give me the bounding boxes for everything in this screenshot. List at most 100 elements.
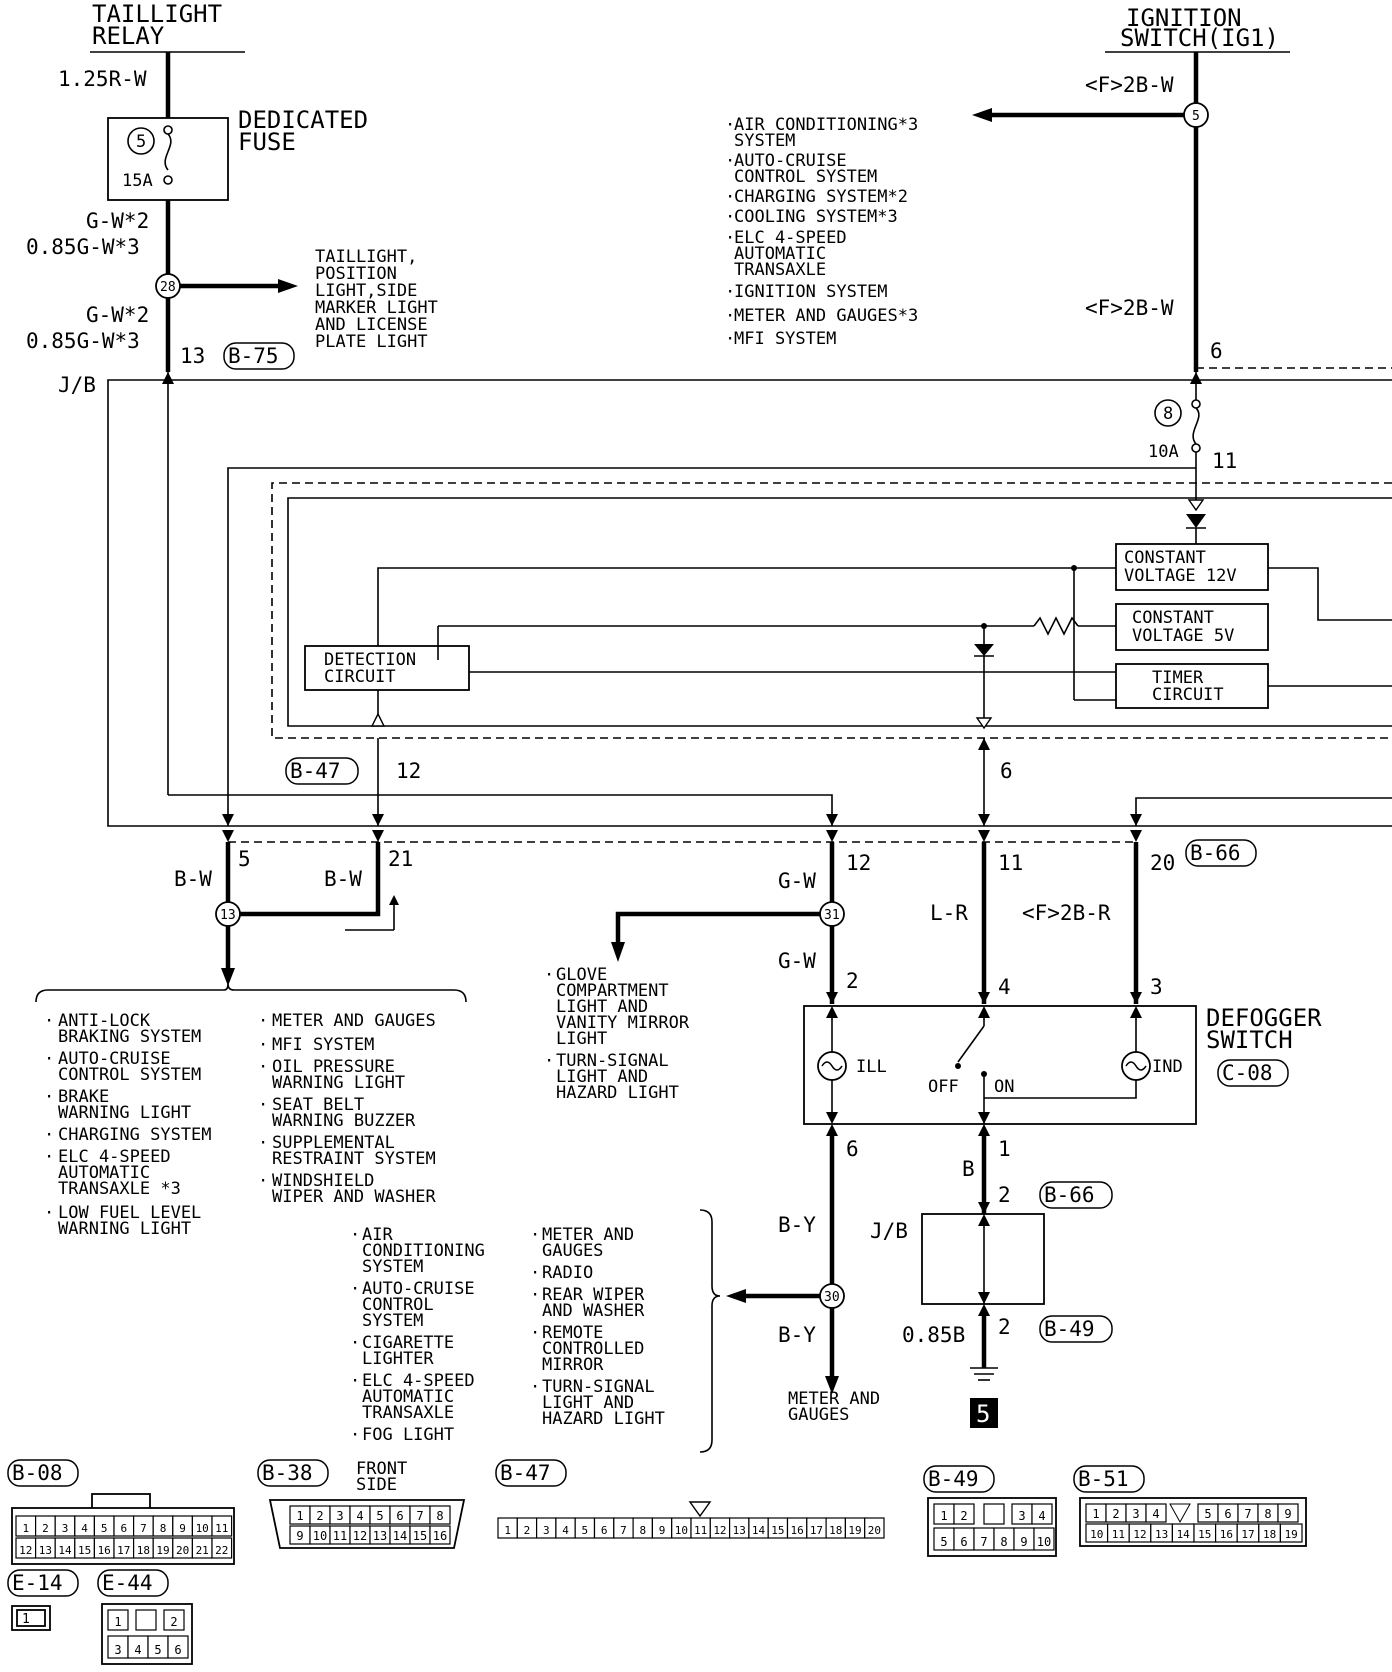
connector-pin: 1 <box>1092 1507 1099 1521</box>
svg-text:·: · <box>530 1285 540 1305</box>
connector-pin: 21 <box>196 1544 209 1557</box>
svg-text:MIRROR: MIRROR <box>542 1355 604 1375</box>
connector-pin: 7 <box>980 1535 987 1549</box>
svg-text:CONTROLLED: CONTROLLED <box>542 1339 644 1359</box>
svg-text:·: · <box>258 1057 268 1077</box>
connector-pin: 10 <box>313 1529 327 1543</box>
connector-pin: 16 <box>433 1529 447 1543</box>
wire-bw1: B-W <box>174 867 212 891</box>
taillight-destination: TAILLIGHT, POSITION LIGHT,SIDE MARKER LI… <box>315 247 438 352</box>
switch-on: ON <box>994 1077 1014 1097</box>
connector-pin: 18 <box>1263 1528 1276 1541</box>
svg-text:METER AND GAUGES*3: METER AND GAUGES*3 <box>734 306 918 326</box>
taillight-relay-label-1: TAILLIGHT <box>92 0 222 28</box>
svg-text:·: · <box>258 1133 268 1153</box>
svg-text:·: · <box>44 1049 54 1069</box>
connector-pin: 14 <box>58 1544 72 1557</box>
ground-pin-2: 2 <box>998 1315 1011 1339</box>
connector-pin: 9 <box>1020 1535 1027 1549</box>
svg-text:WINDSHIELD: WINDSHIELD <box>272 1171 374 1191</box>
connector-pin: 6 <box>174 1643 181 1657</box>
svg-text:·: · <box>258 1035 268 1055</box>
wire-f2br: <F>2B-R <box>1022 901 1111 925</box>
connector-pin: 8 <box>1000 1535 1007 1549</box>
svg-text:·: · <box>530 1323 540 1343</box>
wire-b: B <box>962 1157 975 1181</box>
svg-text:SYSTEM: SYSTEM <box>362 1257 423 1277</box>
svg-text:POSITION: POSITION <box>315 264 397 284</box>
svg-text:RESTRAINT SYSTEM: RESTRAINT SYSTEM <box>272 1149 436 1169</box>
svg-text:GAUGES: GAUGES <box>788 1405 849 1425</box>
svg-text:HAZARD LIGHT: HAZARD LIGHT <box>542 1409 665 1429</box>
svg-text:CONSTANT: CONSTANT <box>1132 608 1214 628</box>
svg-text:·: · <box>725 115 735 135</box>
constant-voltage-5v: CONSTANT VOLTAGE 5V <box>1115 603 1269 651</box>
svg-text:BRAKING SYSTEM: BRAKING SYSTEM <box>58 1027 201 1047</box>
svg-text:·: · <box>725 207 735 227</box>
connector-pin: 8 <box>1264 1507 1271 1521</box>
svg-text:LIGHT,SIDE: LIGHT,SIDE <box>315 281 417 301</box>
svg-text:TIMER: TIMER <box>1152 668 1204 688</box>
connector-pin: 12 <box>713 1524 726 1537</box>
jb-label: J/B <box>58 373 96 397</box>
connector-pin: 14 <box>752 1524 766 1537</box>
svg-text:WARNING BUZZER: WARNING BUZZER <box>272 1111 416 1131</box>
svg-text:AND WASHER: AND WASHER <box>542 1301 645 1321</box>
dedicated-fuse-label-2: FUSE <box>238 128 296 156</box>
svg-text:CONSTANT: CONSTANT <box>1124 548 1206 568</box>
connector-pin: 1 <box>940 1509 947 1523</box>
wire-gw1: G-W <box>778 869 816 893</box>
svg-text:WARNING LIGHT: WARNING LIGHT <box>58 1103 191 1123</box>
wire-relay-out: 1.25R-W <box>58 67 147 91</box>
svg-text:METER AND GAUGES: METER AND GAUGES <box>272 1011 436 1031</box>
pin-5: 5 <box>238 847 251 871</box>
switch-pin-3: 3 <box>1150 975 1163 999</box>
dest-30-col2: · METER AND GAUGES · RADIO · REAR WIPER … <box>530 1225 665 1429</box>
connector-pin: 4 <box>1038 1509 1045 1523</box>
pin-11: 11 <box>1212 449 1237 473</box>
connector-pin: 3 <box>1132 1507 1139 1521</box>
svg-text:·: · <box>350 1425 360 1445</box>
connector-pin: 11 <box>215 1522 228 1535</box>
connector-pin: 4 <box>562 1524 569 1537</box>
connector-pin: 20 <box>176 1544 189 1557</box>
connector-pin: 2 <box>316 1509 323 1523</box>
pin-12-inner: 12 <box>396 759 421 783</box>
connector-pin: 15 <box>413 1529 427 1543</box>
connector-pin: 17 <box>117 1544 130 1557</box>
svg-text:SEAT BELT: SEAT BELT <box>272 1095 364 1115</box>
connector-pin: 4 <box>356 1509 363 1523</box>
svg-text:ELC 4-SPEED: ELC 4-SPEED <box>362 1371 475 1391</box>
splice-13: 13 <box>220 908 236 923</box>
connector-pin: 7 <box>1244 1507 1251 1521</box>
connector-pin: 2 <box>1112 1507 1119 1521</box>
pin-21: 21 <box>388 847 413 871</box>
svg-text:B-08: B-08 <box>12 1461 63 1485</box>
connector-pin: 6 <box>120 1522 127 1535</box>
svg-text:·: · <box>258 1171 268 1191</box>
connector-b49: B-49 <box>1044 1317 1095 1341</box>
connector-pin: 17 <box>1241 1528 1254 1541</box>
svg-text:LIGHTER: LIGHTER <box>362 1349 434 1369</box>
svg-text:SWITCH(IG1): SWITCH(IG1) <box>1120 24 1279 52</box>
connector-pin: 3 <box>114 1643 121 1657</box>
svg-text:GLOVE: GLOVE <box>556 965 607 985</box>
connector-pin: 18 <box>829 1524 842 1537</box>
dest-30-col1: · AIR CONDITIONING SYSTEM · AUTO-CRUISE … <box>350 1225 485 1445</box>
connector-pin: 10 <box>675 1524 688 1537</box>
connector-pin: 3 <box>1018 1509 1025 1523</box>
wire-b085: 0.85B <box>902 1323 965 1347</box>
svg-text:VANITY MIRROR: VANITY MIRROR <box>556 1013 690 1033</box>
svg-text:SUPPLEMENTAL: SUPPLEMENTAL <box>272 1133 395 1153</box>
timer-circuit: TIMER CIRCUIT <box>1115 663 1269 709</box>
svg-text:·: · <box>725 151 735 171</box>
connector-pin: 8 <box>436 1509 443 1523</box>
svg-text:ANTI-LOCK: ANTI-LOCK <box>58 1011 151 1031</box>
connector-pin: 1 <box>114 1615 121 1629</box>
pin-13: 13 <box>180 344 205 368</box>
dedicated-fuse-label-1: DEDICATED <box>238 106 368 134</box>
svg-text:TRANSAXLE: TRANSAXLE <box>362 1403 454 1423</box>
connector-pin: 14 <box>1177 1528 1191 1541</box>
